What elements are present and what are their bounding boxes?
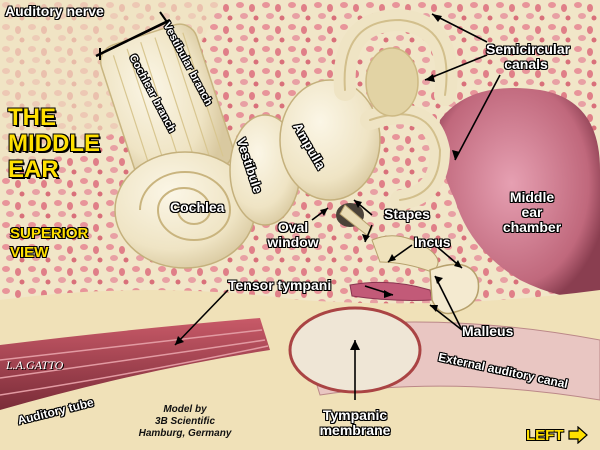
label-tympanic-membrane: Tympanic membrane (305, 408, 405, 438)
label-semicircular-line-1: Semicircular (486, 41, 571, 57)
label-semicircular-canals: Semicircular canals (486, 41, 571, 72)
label-auditory-nerve: Auditory nerve (5, 3, 104, 19)
label-malleus: Malleus (462, 323, 514, 339)
label-cochlea: Cochlea (170, 199, 225, 215)
view-line-2: VIEW (10, 244, 49, 261)
semicircular-canals-shape (333, 8, 458, 210)
label-semicircular-line-2: canals (504, 56, 548, 72)
label-middle-ear-line-3: chamber (502, 219, 562, 235)
label-middle-ear-line-1: Middle (509, 189, 555, 205)
view-line-1: SUPERIOR (10, 225, 89, 242)
label-tympanic-line-1: Tympanic (322, 407, 388, 423)
middle-ear-chamber-shape (439, 88, 600, 300)
label-middle-ear-chamber: Middle ear chamber (492, 190, 572, 235)
label-stapes: Stapes (384, 206, 430, 222)
label-oval-window: Oval window (265, 220, 321, 250)
direction-indicator: LEFT (526, 426, 588, 444)
label-oval-line-2: window (267, 234, 319, 250)
auditory-tube-stripes (0, 329, 269, 396)
title-line-3: EAR (8, 156, 59, 183)
auditory-tube-shape (0, 318, 270, 410)
title-line-1: THE (8, 104, 56, 131)
credit-line-3: Hamburg, Germany (138, 428, 232, 439)
malleus-shape (429, 263, 480, 315)
model-credit: Model by 3B Scientific Hamburg, Germany (130, 404, 240, 440)
arrow-right-icon (567, 426, 588, 444)
label-tympanic-line-2: membrane (319, 422, 391, 438)
signature: L.A.GATTO (6, 358, 64, 372)
credit-line-1: Model by (163, 404, 207, 415)
label-middle-ear-line-2: ear (521, 204, 543, 220)
auditory-nerve-bundle (99, 23, 234, 190)
leader-lines (174, 13, 501, 400)
credit-line-2: 3B Scientific (154, 416, 216, 427)
auditory-nerve-bracket-line (95, 18, 171, 58)
arrowheads (175, 14, 462, 350)
label-oval-line-1: Oval (277, 219, 309, 235)
ampulla-shape (279, 79, 381, 201)
incus-shape (371, 235, 439, 273)
title-line-2: MIDDLE (8, 130, 100, 157)
label-tensor-tympani: Tensor tympani (228, 277, 332, 293)
label-incus: Incus (414, 234, 451, 250)
direction-label: LEFT (526, 426, 564, 444)
